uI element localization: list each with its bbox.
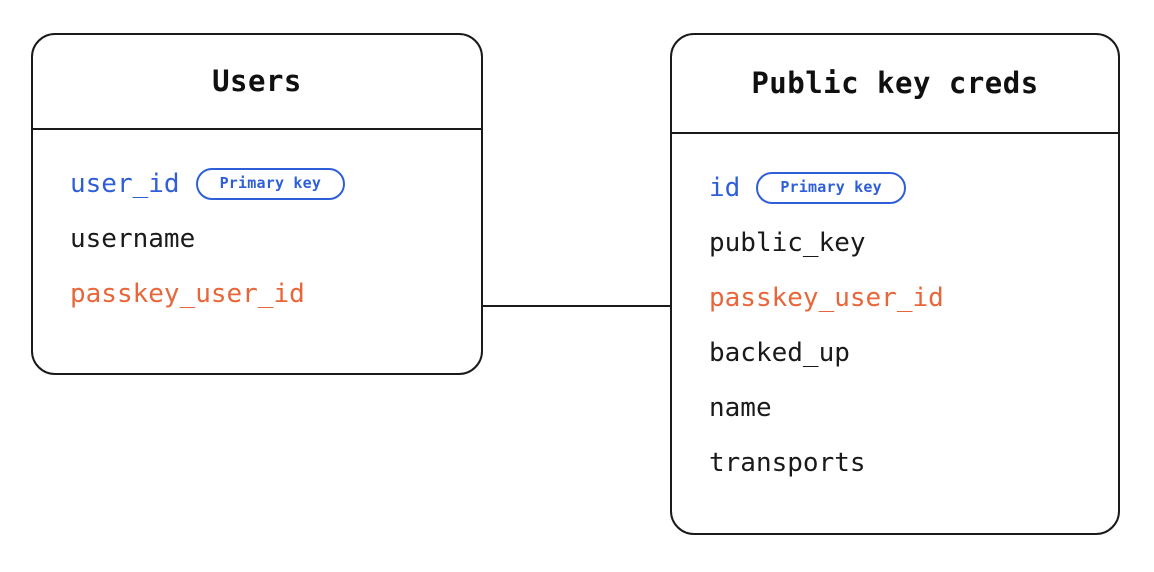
entity-field-row[interactable]: user_id Primary key (70, 156, 481, 211)
entity-title: Users (212, 64, 302, 98)
entity-field-row[interactable]: passkey_user_id (709, 270, 1118, 325)
entity-field-row[interactable]: name (709, 380, 1118, 435)
primary-key-badge-label: Primary key (780, 178, 882, 196)
field-name-username: username (70, 223, 196, 254)
field-name-passkey-user-id: passkey_user_id (709, 282, 944, 313)
entity-header-users: Users (33, 35, 481, 130)
entity-field-list-users: user_id Primary key username passkey_user_i… (33, 130, 481, 321)
entity-field-row[interactable]: public_key (709, 215, 1118, 270)
entity-card-users[interactable]: Users user_id Primary key username passkey_u… (31, 33, 483, 375)
relationship-connector (483, 305, 670, 307)
field-name-name: name (709, 392, 772, 423)
entity-field-row[interactable]: transports (709, 435, 1118, 490)
entity-title: Public key creds (751, 66, 1039, 100)
field-name-backed-up: backed_up (709, 337, 850, 368)
field-name-user-id: user_id (70, 168, 180, 199)
primary-key-badge: Primary key (756, 171, 906, 204)
entity-field-row[interactable]: username (70, 211, 481, 266)
entity-header-public-key-creds: Public key creds (672, 35, 1118, 134)
field-name-public-key: public_key (709, 227, 866, 258)
entity-field-row[interactable]: backed_up (709, 325, 1118, 380)
primary-key-badge-label: Primary key (219, 174, 322, 192)
primary-key-badge: Primary key (195, 167, 346, 200)
field-name-transports: transports (709, 447, 866, 478)
entity-field-row[interactable]: id Primary key (709, 160, 1118, 215)
field-name-id: id (709, 172, 741, 203)
entity-field-row[interactable]: passkey_user_id (70, 266, 481, 321)
field-name-passkey-user-id: passkey_user_id (70, 278, 305, 309)
